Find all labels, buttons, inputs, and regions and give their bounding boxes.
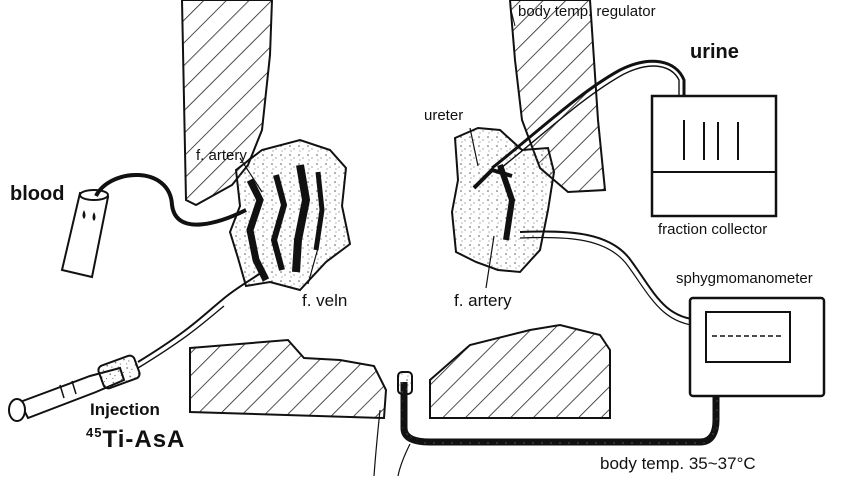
blood-tube-icon: [62, 190, 108, 277]
label-f-artery-left: f. artery: [196, 148, 247, 163]
compound-name: Ti-AsA: [102, 426, 185, 453]
label-injection: Injection: [90, 401, 160, 418]
left-lower-body: [190, 340, 386, 418]
label-urine: urine: [690, 42, 739, 62]
label-body-temp: body temp. 35~37°C: [600, 455, 756, 472]
right-lower-body: [430, 325, 610, 418]
isotope-mass: 45: [86, 425, 102, 440]
left-incision: [230, 140, 350, 290]
right-incision: [452, 128, 554, 272]
label-ureter: ureter: [424, 108, 463, 123]
sphygmomanometer-icon: [690, 298, 824, 396]
pressure-line: [520, 231, 700, 320]
label-f-vein: f. veln: [302, 292, 347, 309]
fraction-collector-icon: [652, 96, 776, 216]
label-sphygmomanometer: sphygmomanometer: [676, 271, 813, 286]
label-f-artery-right: f. artery: [454, 292, 512, 309]
label-compound: 45Ti-AsA: [86, 426, 185, 452]
label-fraction-collector: fraction collector: [658, 222, 767, 237]
label-body-temp-regulator: body temp. regulator: [518, 4, 656, 19]
label-blood: blood: [10, 184, 64, 204]
